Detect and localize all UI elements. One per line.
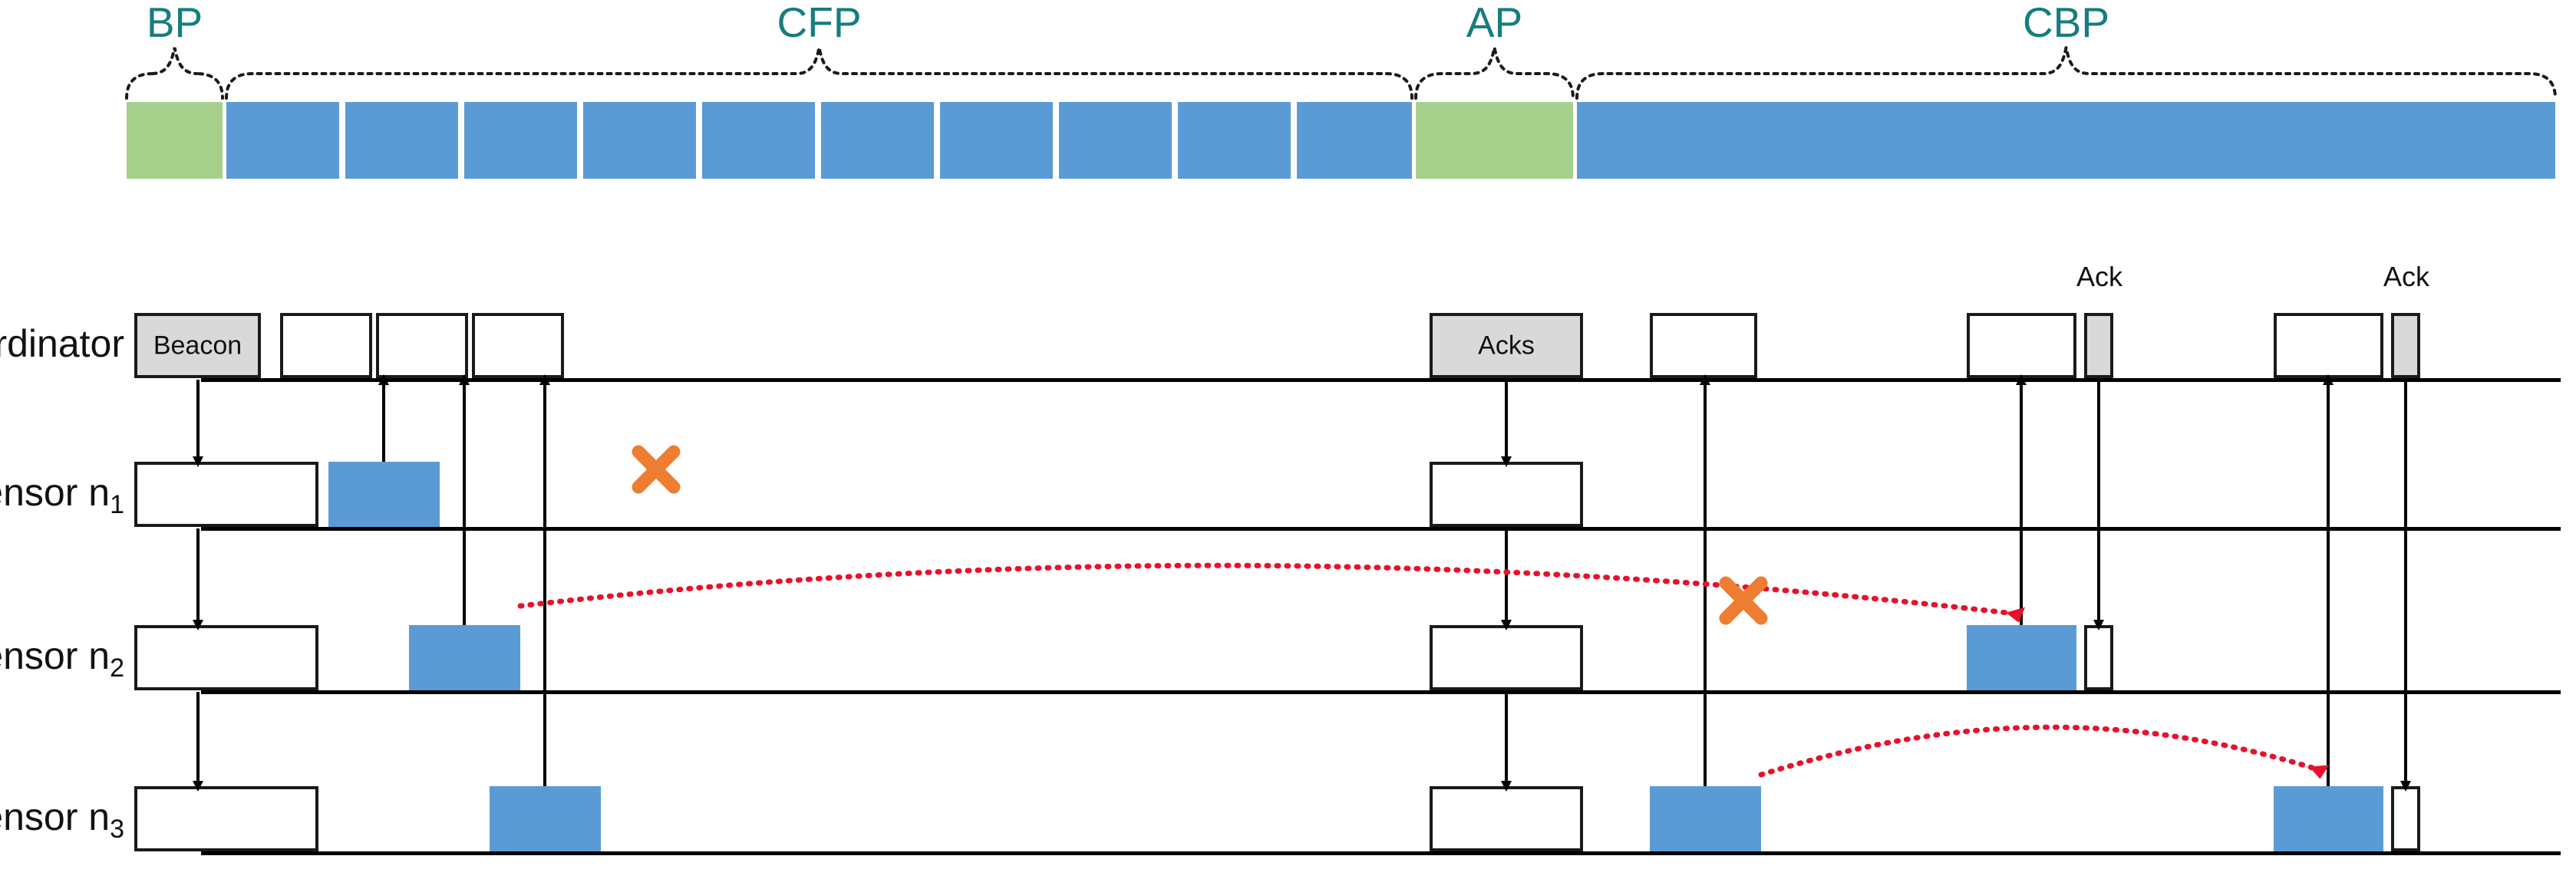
sensor-n3-acks-rx-box — [1430, 786, 1583, 851]
packet-arrows — [193, 374, 2411, 792]
sensor-n2-retx-data-box — [1967, 625, 2076, 690]
collision-markers — [632, 445, 1768, 625]
superframe-segment-cbp — [1577, 102, 2555, 179]
sensor-n2-data-tx-box — [409, 625, 520, 690]
sensor-n3-cbp-tx-box — [1650, 786, 1761, 851]
superframe-segment-ap — [1416, 102, 1573, 179]
sensor-n2-acks-rx-box — [1430, 625, 1583, 690]
superframe-segment-bp — [127, 102, 223, 179]
sensor-n1-beacon-rx-box — [134, 462, 318, 527]
row-label-sensor-n3: Sensor n3 — [0, 795, 124, 844]
retx-arrow-n2 — [517, 562, 2026, 623]
ack-caption-1: Ack — [2076, 261, 2123, 292]
superframe-cfp-slot-4 — [583, 102, 696, 179]
coordinator-cbp-rx-box-1 — [1650, 313, 1757, 378]
coordinator-cbp-rx-box-2 — [1967, 313, 2076, 378]
row-label-coordinator: Coordinator — [0, 322, 124, 365]
phase-label-cbp: CBP — [2022, 0, 2110, 46]
sensor-n2-ack-rx-box — [2084, 625, 2113, 690]
superframe-cfp-slot-8 — [1059, 102, 1172, 179]
sensor-n3-retx-data-box — [2274, 786, 2383, 851]
timeline-sensor-n2 — [201, 690, 2561, 694]
coordinator-beacon-box: Beacon — [134, 313, 261, 378]
sensor-n3-data-tx-box — [490, 786, 601, 851]
phase-label-ap: AP — [1466, 0, 1523, 46]
sensor-n1-acks-rx-box — [1430, 462, 1583, 527]
coordinator-cbp-rx-box-3 — [2274, 313, 2383, 378]
collision-x-1 — [632, 445, 681, 494]
superframe-cfp-slot-1 — [226, 102, 339, 179]
timeline-sensor-n3 — [201, 851, 2561, 855]
collision-x-2 — [1719, 576, 1768, 625]
superframe-cfp-slot-6 — [821, 102, 934, 179]
timeline-coordinator — [201, 378, 2561, 382]
superframe-cfp-slot-5 — [702, 102, 815, 179]
row-label-sensor-n2: Sensor n2 — [0, 634, 124, 683]
coordinator-ack-box-1 — [2084, 313, 2113, 378]
coordinator-cfp-slot-box-1 — [280, 313, 372, 378]
retx-arrow-n3 — [1758, 724, 2330, 779]
sensor-n3-ack-rx-box — [2391, 786, 2420, 851]
coordinator-acks-box-label: Acks — [1478, 331, 1535, 360]
sensor-n2-beacon-rx-box — [134, 625, 318, 690]
timeline-sensor-n1 — [201, 527, 2561, 531]
ack-caption-2: Ack — [2383, 261, 2430, 292]
superframe-cfp-slot-7 — [940, 102, 1053, 179]
coordinator-acks-box: Acks — [1430, 313, 1583, 378]
coordinator-beacon-box-label: Beacon — [153, 331, 242, 360]
phase-label-cfp: CFP — [777, 0, 862, 46]
sensor-n1-data-tx-box — [328, 462, 440, 527]
superframe-bar — [0, 0, 2576, 230]
superframe-cfp-slot-10 — [1297, 102, 1412, 179]
coordinator-cfp-slot-box-3 — [472, 313, 564, 378]
superframe-cfp-slot-2 — [345, 102, 458, 179]
sensor-n3-beacon-rx-box — [134, 786, 318, 851]
row-label-sensor-n1: Sensor n1 — [0, 471, 124, 519]
phase-label-bp: BP — [146, 0, 203, 46]
superframe-cfp-slot-9 — [1178, 102, 1291, 179]
coordinator-ack-box-2 — [2391, 313, 2420, 378]
coordinator-cfp-slot-box-2 — [376, 313, 468, 378]
superframe-cfp-slot-3 — [464, 102, 577, 179]
